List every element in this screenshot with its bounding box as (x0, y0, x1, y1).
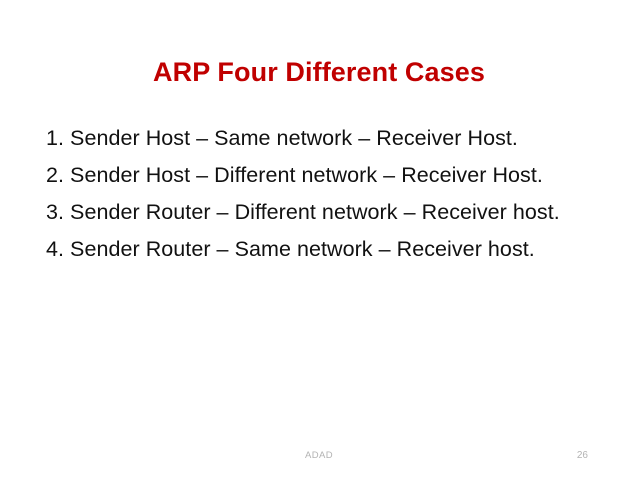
list-item: 3. Sender Router – Different network – R… (46, 200, 560, 224)
slide-footer: ADAD 26 (0, 450, 638, 466)
footer-label: ADAD (305, 450, 333, 461)
page-title: ARP Four Different Cases (153, 57, 485, 88)
body-list: 1. Sender Host – Same network – Receiver… (46, 120, 614, 268)
page-number: 26 (576, 450, 588, 461)
list-item: 2. Sender Host – Different network – Rec… (46, 163, 543, 187)
list-item: 4. Sender Router – Same network – Receiv… (46, 237, 535, 261)
list-item: 1. Sender Host – Same network – Receiver… (46, 126, 518, 150)
